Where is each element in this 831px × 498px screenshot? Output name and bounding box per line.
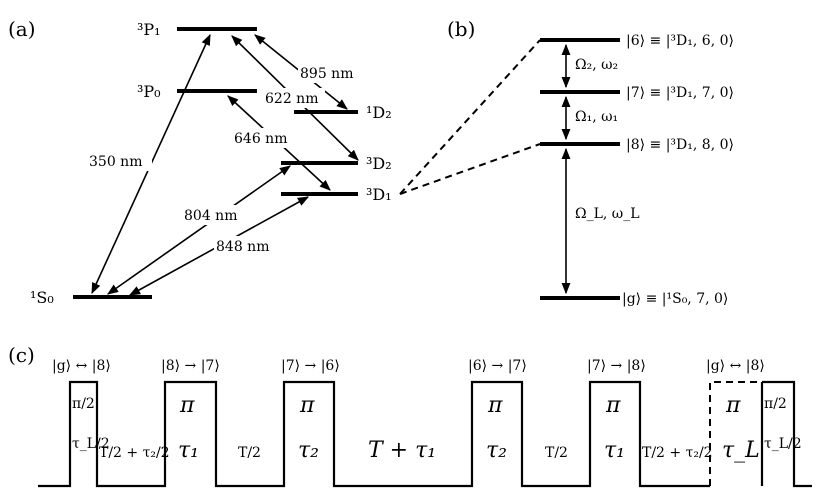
header-g-8-first: |g⟩ ↔ |8⟩ <box>52 358 111 374</box>
bg-622nm <box>263 88 325 108</box>
pulse-sequence-trace <box>38 380 710 488</box>
tau1-pulse-4: τ₁ <box>604 438 625 463</box>
header-7-8: |7⟩ → |8⟩ <box>587 358 646 374</box>
tauL-half-first: τ_L/2 <box>72 436 110 452</box>
gap-t2-2: T/2 <box>545 445 568 461</box>
coupling-1-label: Ω₁, ω₁ <box>575 109 618 125</box>
pulse-final-trace <box>760 380 812 488</box>
header-8-7: |8⟩ → |7⟩ <box>161 358 220 374</box>
arrow-804nm <box>107 165 291 295</box>
state-6-label: |6⟩ ≡ |³D₁, 6, 0⟩ <box>626 33 734 49</box>
connector-lower <box>399 143 541 195</box>
label-350nm: 350 nm <box>89 154 142 170</box>
label-804nm: 804 nm <box>184 208 237 224</box>
bg-895nm <box>298 63 360 83</box>
tau2-pulse-2: τ₂ <box>298 438 319 463</box>
tau1-pulse-1: τ₁ <box>178 438 199 463</box>
gap-t-tau1: T + τ₁ <box>368 438 436 463</box>
pi-half-first: π/2 <box>72 396 95 412</box>
label-622nm: 622 nm <box>265 91 318 107</box>
state-8-label: |8⟩ ≡ |³D₁, 8, 0⟩ <box>626 137 734 153</box>
label-3p1: ³P₁ <box>137 20 161 39</box>
coupling-2-label: Ω₂, ω₂ <box>575 57 618 73</box>
label-3d1: ³D₁ <box>366 185 392 204</box>
bg-804nm <box>182 205 244 225</box>
gap-first: T/2 + τ₂/2 <box>99 445 170 461</box>
pi-pulse-3: π <box>487 393 503 418</box>
label-848nm: 848 nm <box>216 239 269 255</box>
tauL-half-last: τ_L/2 <box>764 436 802 452</box>
pulse-dashed-segment <box>709 381 762 486</box>
label-895nm: 895 nm <box>300 66 353 82</box>
pi-pulse-5: π <box>725 393 741 418</box>
panel-c-label: (c) <box>8 343 35 367</box>
tau2-pulse-3: τ₂ <box>486 438 507 463</box>
label-646nm: 646 nm <box>234 131 287 147</box>
bg-646nm <box>232 128 294 148</box>
pi-pulse-4: π <box>605 393 621 418</box>
gap-t2-1: T/2 <box>238 445 261 461</box>
label-3p0: ³P₀ <box>137 82 161 101</box>
bg-350nm <box>86 149 152 171</box>
pi-pulse-2: π <box>299 393 315 418</box>
header-6-7: |6⟩ → |7⟩ <box>468 358 527 374</box>
label-3d2: ³D₂ <box>366 154 392 173</box>
state-g-label: |g⟩ ≡ |¹S₀, 7, 0⟩ <box>622 291 728 307</box>
coupling-L-label: Ω_L, ω_L <box>575 206 640 222</box>
panel-b-label: (b) <box>447 17 475 41</box>
state-7-label: |7⟩ ≡ |³D₁, 7, 0⟩ <box>626 85 734 101</box>
panel-a-label: (a) <box>8 17 36 41</box>
tauL-pulse-5: τ_L <box>722 438 760 463</box>
gap-last: T/2 + τ₂/2 <box>642 445 713 461</box>
label-1s0: ¹S₀ <box>30 288 54 307</box>
label-1d2: ¹D₂ <box>366 103 392 122</box>
header-g-8-last: |g⟩ ↔ |8⟩ <box>706 358 765 374</box>
connector-upper <box>399 39 541 195</box>
header-7-6: |7⟩ → |6⟩ <box>281 358 340 374</box>
pi-pulse-1: π <box>179 393 195 418</box>
bg-848nm <box>214 236 276 256</box>
pi-half-last: π/2 <box>764 396 787 412</box>
